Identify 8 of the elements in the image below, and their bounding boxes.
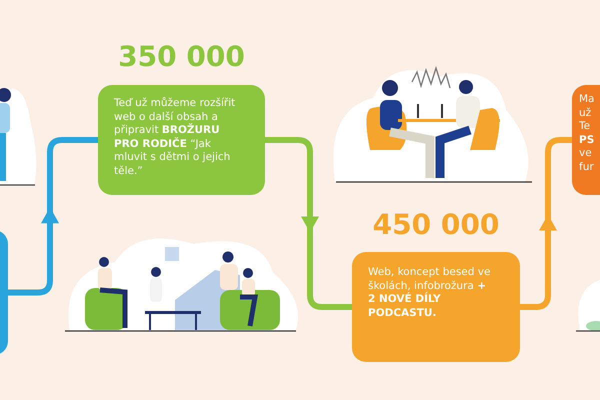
milestone-box: Web, koncept besed ve školách, infobrožura + 2 NOVÉ DÍLY PODCASTU. bbox=[352, 252, 520, 362]
milestone-box: Teď už můžeme rozšířit web o další obsah a připravit BROŽURU PRO RODIČE “Jak mluvit s dětmi o jejich těle.” bbox=[98, 85, 265, 195]
amount-heading: 450 000 bbox=[372, 208, 500, 241]
milestone-box: Ma už Te PS ve fur bbox=[572, 85, 600, 195]
arrow bbox=[8, 137, 98, 296]
arrow bbox=[265, 137, 352, 310]
arrow bbox=[520, 137, 572, 310]
amount-heading: 350 000 bbox=[117, 40, 246, 73]
